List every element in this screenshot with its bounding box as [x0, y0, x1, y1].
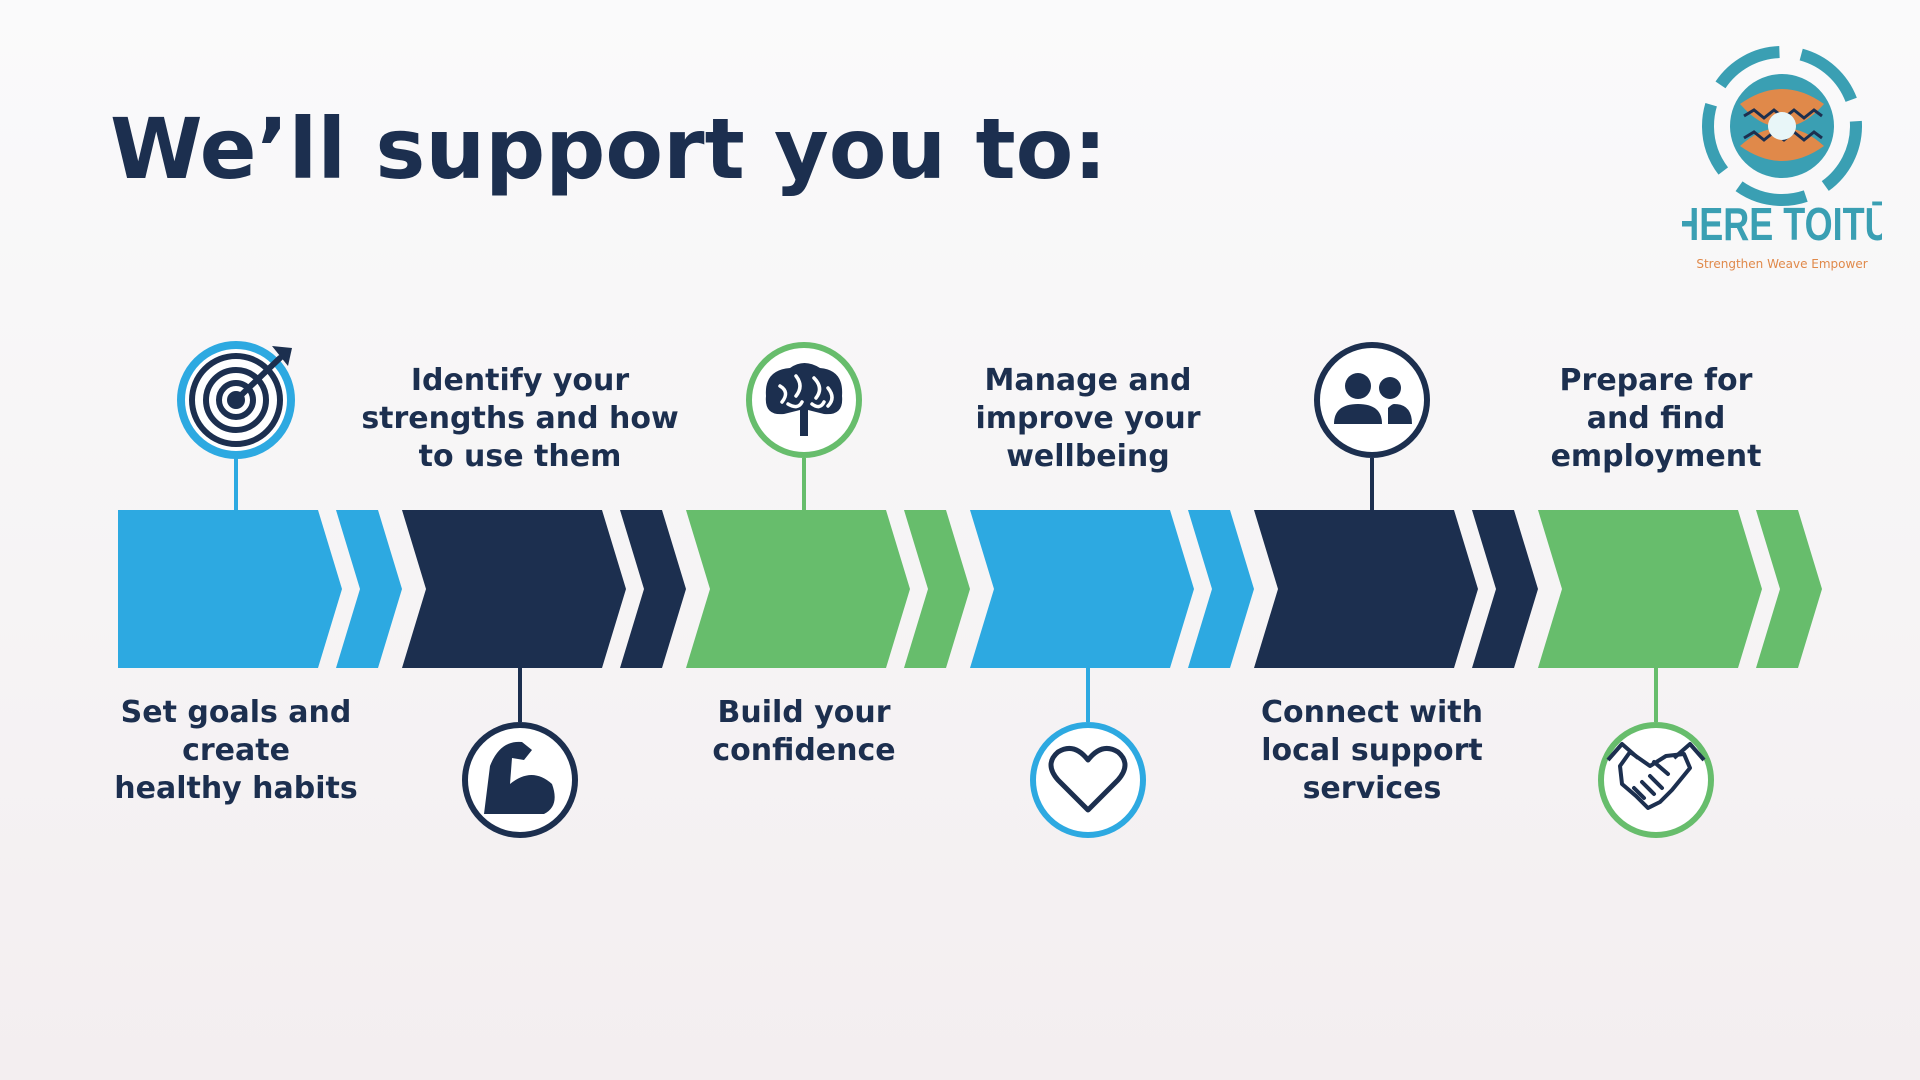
step-chevron	[1538, 510, 1762, 668]
target-icon	[189, 346, 292, 447]
people-icon	[1334, 373, 1412, 424]
flexed-bicep-icon	[484, 741, 555, 814]
process-step	[1538, 510, 1822, 838]
icon-ring	[1030, 722, 1146, 838]
step-label: Prepare for and find employment	[1550, 363, 1762, 474]
step-small-chevron	[620, 510, 686, 668]
process-step	[970, 510, 1254, 838]
step-chevron	[686, 510, 910, 668]
step-chevron	[402, 510, 626, 668]
step-label: Set goals and create healthy habits	[114, 695, 358, 806]
step-small-chevron	[1188, 510, 1254, 668]
logo-emblem-icon	[1702, 46, 1862, 206]
process-step	[1254, 342, 1538, 668]
logo-name: HERE TOITŪ	[1682, 199, 1882, 250]
process-step	[118, 341, 402, 668]
step-label: Build your confidence	[712, 695, 896, 768]
page-title: We’ll support you to:	[110, 100, 1107, 198]
step-label: Manage and improve your wellbeing	[975, 363, 1201, 474]
step-chevron	[118, 510, 342, 668]
heart-icon	[1048, 745, 1128, 813]
step-chevron	[1254, 510, 1478, 668]
handshake-icon	[1606, 742, 1706, 810]
step-small-chevron	[336, 510, 402, 668]
logo-tagline: Strengthen Weave Empower	[1696, 257, 1867, 271]
step-small-chevron	[904, 510, 970, 668]
process-step	[686, 342, 970, 668]
process-step	[402, 510, 686, 838]
step-label: Identify your strengths and how to use t…	[361, 363, 679, 474]
step-small-chevron	[1756, 510, 1822, 668]
brain-icon	[765, 363, 843, 436]
icon-ring	[1314, 342, 1430, 458]
logo: HERE TOITŪ Strengthen Weave Empower	[1682, 46, 1882, 271]
step-chevron	[970, 510, 1194, 668]
step-label: Connect with local support services	[1261, 695, 1483, 806]
step-small-chevron	[1472, 510, 1538, 668]
